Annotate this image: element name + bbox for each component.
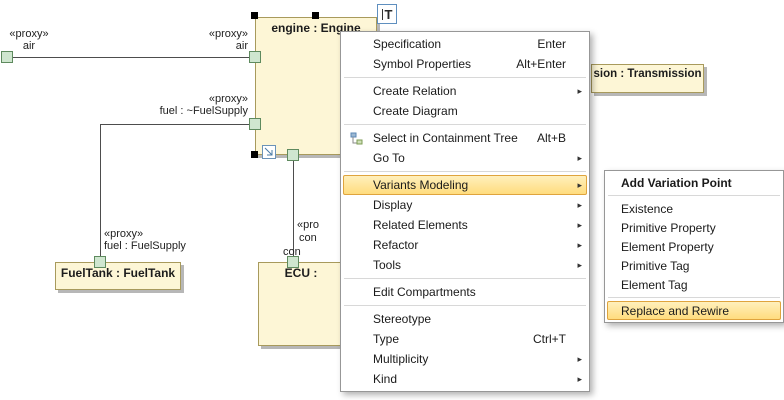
- menu-item-create-relation[interactable]: Create Relation: [343, 81, 587, 101]
- nested-connector-icon: [262, 145, 276, 159]
- selection-handle[interactable]: [312, 12, 319, 19]
- submenu-item-add-variation-point[interactable]: Add Variation Point: [621, 175, 732, 190]
- transmission-part-block[interactable]: sion : Transmission: [591, 64, 704, 93]
- port-ecu-controller[interactable]: [287, 256, 299, 268]
- submenu-item-replace-and-rewire[interactable]: Replace and Rewire: [607, 301, 781, 320]
- menu-item-symbol-properties[interactable]: Symbol Properties Alt+Enter: [373, 57, 566, 71]
- menu-separator: [608, 297, 780, 298]
- containment-tree-icon: [350, 132, 364, 146]
- submenu-arrow-icon: [577, 176, 582, 194]
- port-engine-air[interactable]: [249, 51, 261, 63]
- submenu-arrow-icon: [577, 196, 582, 214]
- port-air-source[interactable]: [1, 51, 13, 63]
- ecu-title: ECU :: [284, 266, 318, 280]
- submenu-arrow-icon: [577, 149, 582, 167]
- submenu-item-primitive-property[interactable]: Primitive Property: [621, 220, 716, 235]
- menu-item-multiplicity[interactable]: Multiplicity: [343, 349, 587, 369]
- submenu-item-existence[interactable]: Existence: [621, 201, 674, 216]
- submenu-arrow-icon: [577, 350, 582, 368]
- transmission-title: sion : Transmission: [593, 68, 702, 80]
- menu-item-kind[interactable]: Kind: [343, 369, 587, 389]
- edit-name-button-label: T: [384, 6, 393, 22]
- connector-controller[interactable]: [293, 155, 294, 262]
- menu-item-stereotype[interactable]: Stereotype: [373, 312, 432, 326]
- text-cursor-icon: [381, 8, 383, 20]
- menu-item-tools[interactable]: Tools: [343, 255, 587, 275]
- port-label-fueltank-fuel: «proxy» fuel : FuelSupply: [104, 228, 186, 252]
- submenu-arrow-icon: [577, 370, 582, 388]
- menu-separator: [344, 77, 586, 78]
- submenu-item-element-property[interactable]: Element Property: [621, 239, 714, 254]
- selection-handle[interactable]: [251, 151, 258, 158]
- selection-handle[interactable]: [251, 12, 258, 19]
- fueltank-part-block[interactable]: FuelTank : FuelTank: [55, 262, 181, 290]
- fueltank-title: FuelTank : FuelTank: [60, 266, 176, 280]
- menu-item-refactor[interactable]: Refactor: [343, 235, 587, 255]
- submenu-arrow-icon: [577, 82, 582, 100]
- menu-item-go-to[interactable]: Go To: [343, 148, 587, 168]
- port-label-engine-air: «proxy» air: [208, 28, 248, 52]
- menu-separator: [344, 305, 586, 306]
- connector-air[interactable]: [13, 57, 255, 58]
- variants-modeling-submenu: Add Variation Point Existence Primitive …: [604, 170, 784, 323]
- submenu-item-primitive-tag[interactable]: Primitive Tag: [621, 258, 690, 273]
- menu-item-type[interactable]: Type Ctrl+T: [373, 332, 566, 346]
- menu-item-edit-compartments[interactable]: Edit Compartments: [373, 285, 476, 299]
- ecu-part-block[interactable]: ECU :: [258, 262, 344, 346]
- menu-separator: [608, 195, 780, 196]
- port-label-controller-name-2: con: [283, 246, 301, 258]
- menu-item-create-diagram[interactable]: Create Diagram: [373, 104, 458, 118]
- connector-fuel-horizontal[interactable]: [100, 124, 255, 125]
- submenu-arrow-icon: [577, 256, 582, 274]
- menu-item-display[interactable]: Display: [343, 195, 587, 215]
- menu-item-related-elements[interactable]: Related Elements: [343, 215, 587, 235]
- port-fueltank-fuel[interactable]: [94, 256, 106, 268]
- port-label-controller-name: con: [299, 232, 317, 244]
- port-label-controller-stereo: «pro: [297, 219, 320, 231]
- context-menu: Specification Enter Symbol Properties Al…: [340, 31, 590, 392]
- menu-separator: [344, 124, 586, 125]
- port-label-air-source: «proxy» air: [9, 28, 49, 52]
- port-engine-controller[interactable]: [287, 149, 299, 161]
- menu-separator: [344, 278, 586, 279]
- connector-fuel-vertical[interactable]: [100, 124, 101, 262]
- submenu-item-element-tag[interactable]: Element Tag: [621, 277, 688, 292]
- submenu-arrow-icon: [577, 236, 582, 254]
- engine-title: engine : Engine: [271, 21, 361, 35]
- menu-item-select-in-containment-tree[interactable]: Select in Containment Tree Alt+B: [343, 128, 587, 148]
- menu-item-specification[interactable]: Specification Enter: [373, 37, 566, 51]
- edit-name-button[interactable]: T: [377, 4, 397, 24]
- submenu-arrow-icon: [577, 216, 582, 234]
- port-engine-fuel[interactable]: [249, 118, 261, 130]
- menu-separator: [344, 171, 586, 172]
- menu-item-variants-modeling[interactable]: Variants Modeling: [343, 175, 587, 195]
- port-label-engine-fuel: «proxy» fuel : ~FuelSupply: [159, 93, 248, 117]
